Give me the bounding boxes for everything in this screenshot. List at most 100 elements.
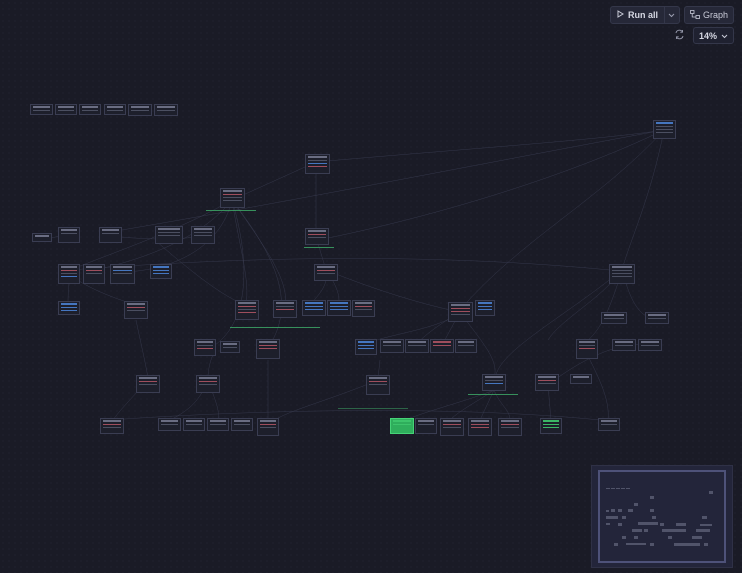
graph-node[interactable] <box>110 264 135 284</box>
graph-node[interactable] <box>430 339 454 353</box>
run-options-dropdown[interactable] <box>665 7 679 23</box>
graph-node[interactable] <box>601 312 627 324</box>
minimap-node <box>676 523 686 526</box>
graph-node[interactable] <box>58 301 80 315</box>
zoom-controls: 14% <box>673 27 734 44</box>
graph-node[interactable] <box>256 339 280 359</box>
graph-node[interactable] <box>355 339 377 355</box>
run-all-button[interactable]: Run all <box>611 7 665 23</box>
graph-node[interactable] <box>609 264 635 284</box>
minimap-node <box>611 488 615 489</box>
graph-node[interactable] <box>598 418 620 431</box>
graph-node[interactable] <box>570 374 592 384</box>
graph-node[interactable] <box>653 120 676 139</box>
graph-node[interactable] <box>104 104 126 115</box>
graph-node[interactable] <box>405 339 429 353</box>
play-icon <box>617 10 624 20</box>
graph-node[interactable] <box>154 104 178 116</box>
minimap[interactable] <box>591 465 733 568</box>
graph-node[interactable] <box>327 300 351 316</box>
graph-node[interactable] <box>415 418 437 434</box>
graph-icon <box>690 9 700 21</box>
run-all-split-button: Run all <box>609 6 680 24</box>
minimap-node <box>626 488 630 489</box>
graph-node[interactable] <box>99 227 122 243</box>
minimap-node <box>618 523 622 526</box>
graph-node[interactable] <box>79 104 101 115</box>
graph-node[interactable] <box>314 264 338 281</box>
graph-node[interactable] <box>535 374 559 391</box>
graph-node[interactable] <box>220 341 240 353</box>
minimap-node <box>650 496 654 499</box>
minimap-node <box>622 516 626 519</box>
graph-node[interactable] <box>302 300 326 316</box>
minimap-viewport[interactable] <box>598 470 726 563</box>
graph-node[interactable] <box>440 418 464 436</box>
minimap-node <box>644 529 648 532</box>
minimap-node <box>660 523 664 526</box>
minimap-node <box>606 523 610 525</box>
graph-node[interactable] <box>390 418 414 434</box>
graph-node[interactable] <box>468 418 492 436</box>
graph-node[interactable] <box>220 188 245 208</box>
graph-node[interactable] <box>540 418 562 434</box>
graph-node[interactable] <box>455 339 477 353</box>
minimap-node <box>692 536 702 539</box>
node-status-line <box>304 247 334 248</box>
graph-node[interactable] <box>257 418 279 436</box>
minimap-node <box>709 491 713 494</box>
zoom-select[interactable]: 14% <box>692 27 734 44</box>
minimap-node <box>662 529 686 532</box>
graph-node[interactable] <box>231 418 253 431</box>
graph-node[interactable] <box>32 233 52 242</box>
graph-node[interactable] <box>448 302 473 322</box>
refresh-icon <box>674 27 685 45</box>
graph-node[interactable] <box>366 375 390 395</box>
graph-node[interactable] <box>194 339 216 356</box>
graph-node[interactable] <box>58 264 80 284</box>
graph-node[interactable] <box>58 227 80 243</box>
graph-node[interactable] <box>235 300 259 320</box>
graph-node[interactable] <box>155 226 183 244</box>
graph-node[interactable] <box>612 339 636 351</box>
minimap-node <box>611 509 615 512</box>
graph-node[interactable] <box>207 418 229 431</box>
minimap-node <box>621 488 625 489</box>
graph-node[interactable] <box>305 154 330 174</box>
minimap-node <box>606 510 609 512</box>
minimap-node <box>668 536 672 539</box>
graph-node[interactable] <box>158 418 181 431</box>
graph-node[interactable] <box>196 375 220 393</box>
chevron-down-icon <box>668 11 675 20</box>
graph-node[interactable] <box>100 418 124 434</box>
graph-node[interactable] <box>576 339 598 359</box>
graph-node[interactable] <box>83 264 105 284</box>
graph-node[interactable] <box>136 375 160 393</box>
graph-node[interactable] <box>352 300 375 317</box>
graph-node[interactable] <box>380 339 404 353</box>
refresh-button[interactable] <box>673 29 687 43</box>
graph-node[interactable] <box>305 228 329 245</box>
minimap-node <box>618 509 622 512</box>
graph-view-button[interactable]: Graph <box>683 6 734 24</box>
graph-node[interactable] <box>128 104 152 116</box>
graph-node[interactable] <box>482 374 506 391</box>
graph-node[interactable] <box>55 104 77 115</box>
graph-node[interactable] <box>475 300 495 316</box>
minimap-node <box>628 509 633 512</box>
graph-node[interactable] <box>30 104 53 115</box>
graph-node[interactable] <box>183 418 205 431</box>
graph-node[interactable] <box>273 300 297 318</box>
minimap-node <box>696 529 710 532</box>
graph-node[interactable] <box>498 418 522 436</box>
graph-node[interactable] <box>191 226 215 244</box>
graph-node[interactable] <box>124 301 148 319</box>
minimap-node <box>634 536 638 539</box>
minimap-node <box>674 543 700 546</box>
node-status-line <box>230 327 320 328</box>
graph-node[interactable] <box>150 264 172 279</box>
graph-node[interactable] <box>645 312 669 324</box>
graph-node[interactable] <box>638 339 662 351</box>
zoom-level: 14% <box>698 30 717 41</box>
